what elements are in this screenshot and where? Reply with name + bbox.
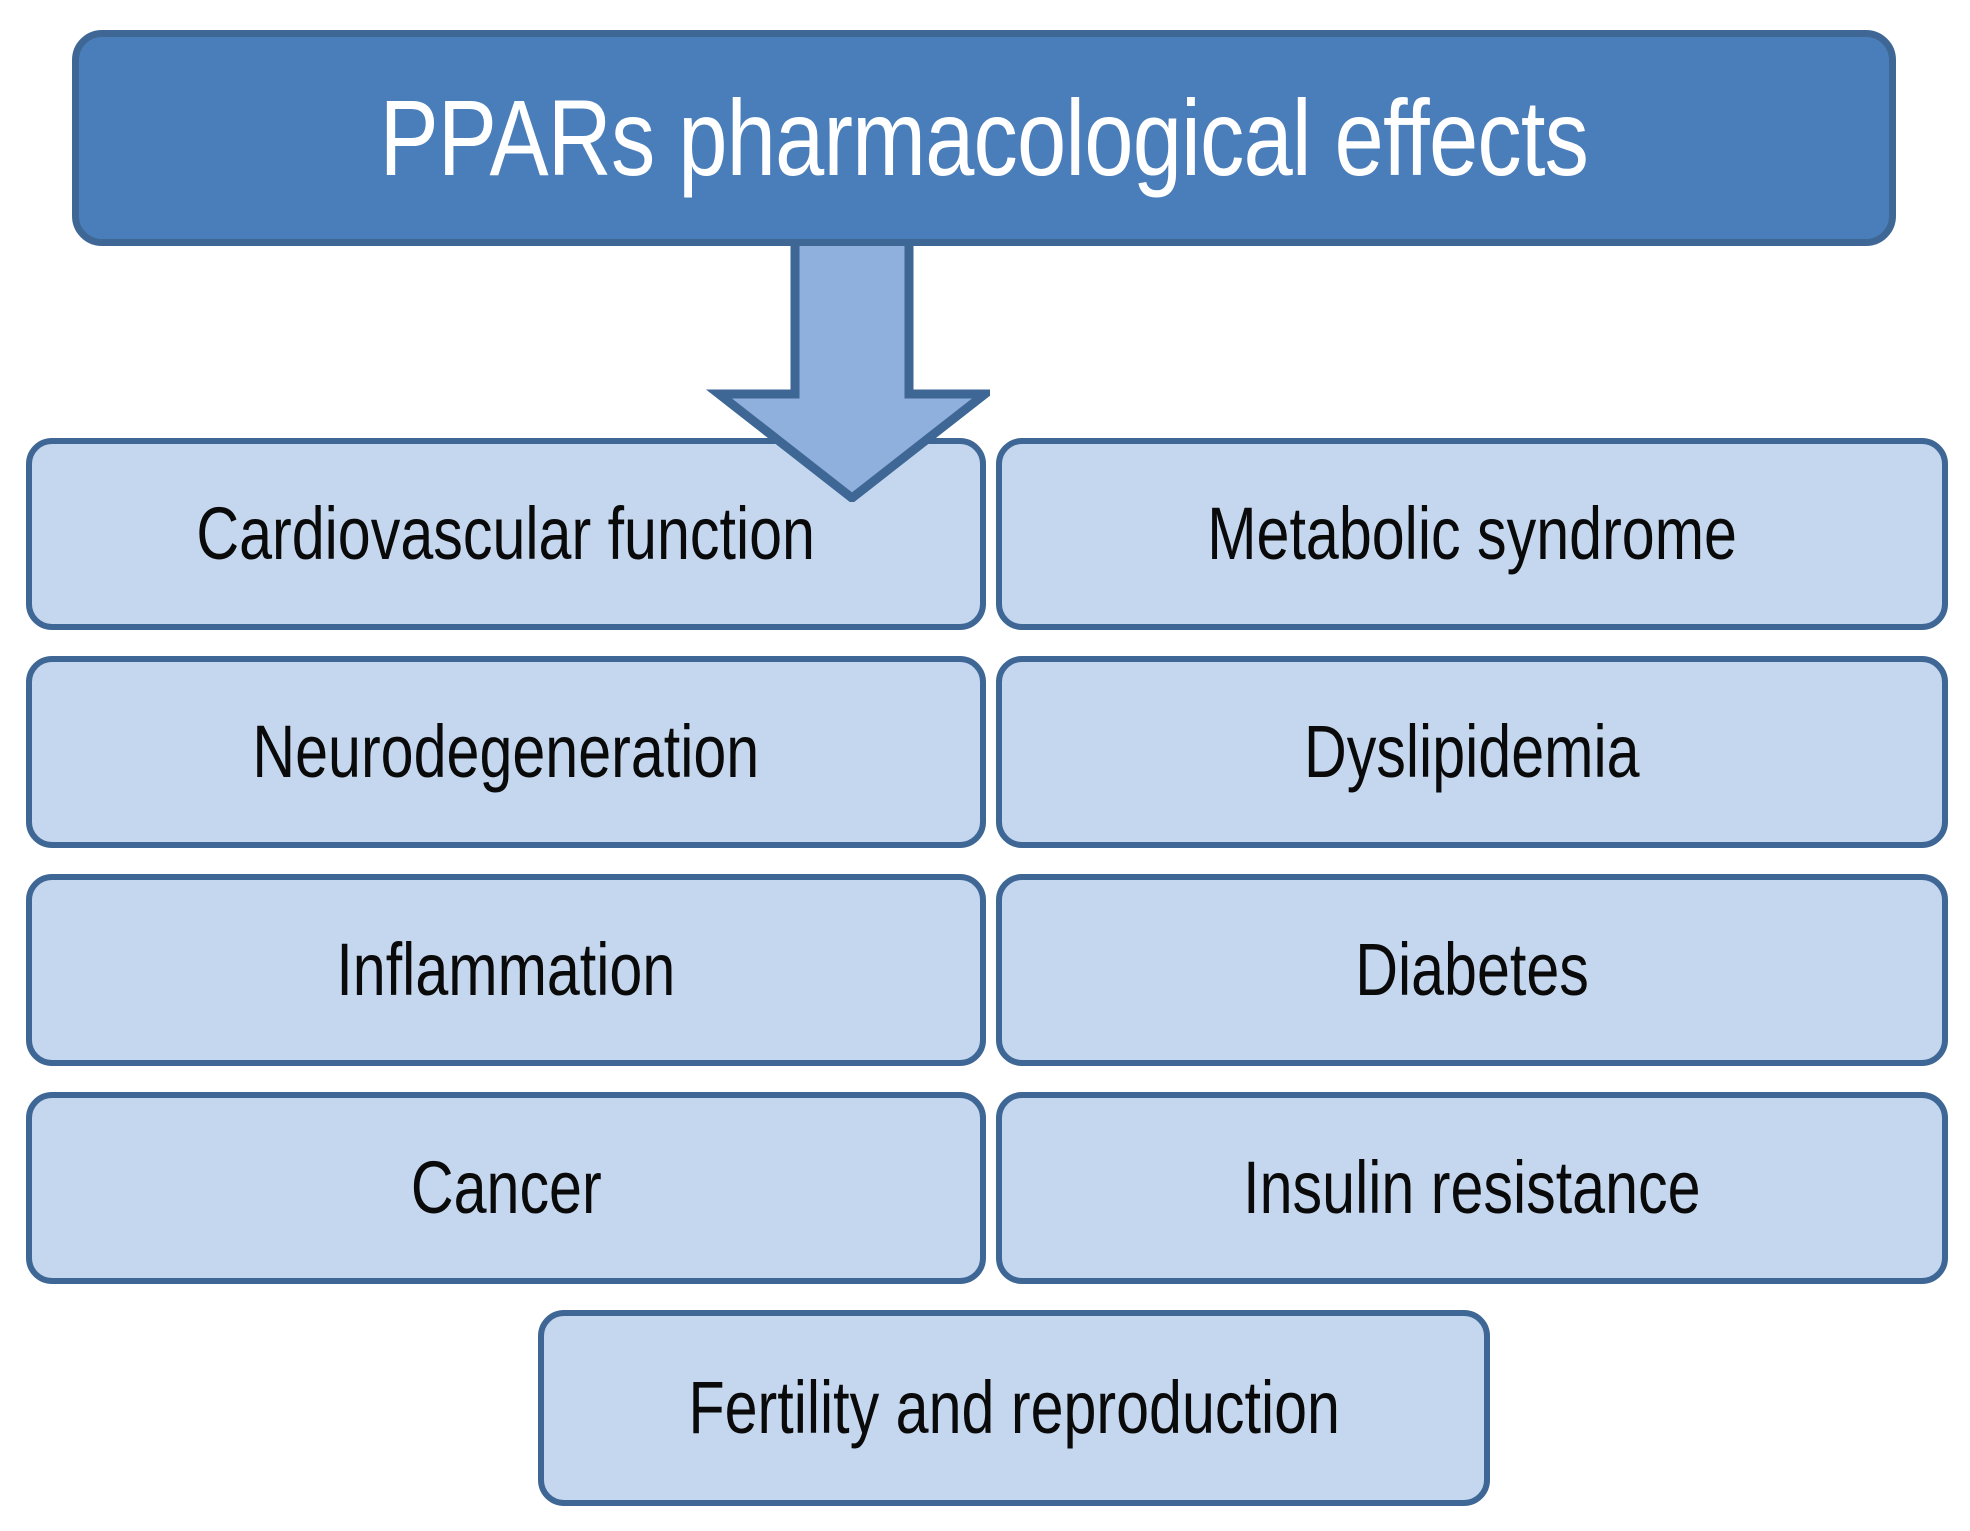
effect-label: Cardiovascular function bbox=[196, 492, 816, 575]
effect-box-metabolic-syndrome[interactable]: Metabolic syndrome bbox=[996, 438, 1948, 630]
effect-box-dyslipidemia[interactable]: Dyslipidemia bbox=[996, 656, 1948, 848]
effect-box-cancer[interactable]: Cancer bbox=[26, 1092, 986, 1284]
effect-box-insulin-resistance[interactable]: Insulin resistance bbox=[996, 1092, 1948, 1284]
effect-label: Inflammation bbox=[336, 928, 676, 1011]
effect-box-inflammation[interactable]: Inflammation bbox=[26, 874, 986, 1066]
effect-label: Metabolic syndrome bbox=[1207, 492, 1737, 575]
effect-label: Cancer bbox=[410, 1146, 602, 1229]
effect-box-neurodegeneration[interactable]: Neurodegeneration bbox=[26, 656, 986, 848]
effect-label: Neurodegeneration bbox=[252, 710, 760, 793]
effect-label: Dyslipidemia bbox=[1304, 710, 1640, 793]
effect-box-diabetes[interactable]: Diabetes bbox=[996, 874, 1948, 1066]
effect-label: Diabetes bbox=[1355, 928, 1589, 1011]
header-banner: PPARs pharmacological effects bbox=[72, 30, 1896, 246]
effect-label: Fertility and reproduction bbox=[688, 1366, 1340, 1449]
page-title: PPARs pharmacological effects bbox=[379, 77, 1589, 198]
effect-box-fertility-and-reproduction[interactable]: Fertility and reproduction bbox=[538, 1310, 1490, 1506]
down-arrow-icon bbox=[660, 212, 990, 502]
effect-label: Insulin resistance bbox=[1243, 1146, 1701, 1229]
